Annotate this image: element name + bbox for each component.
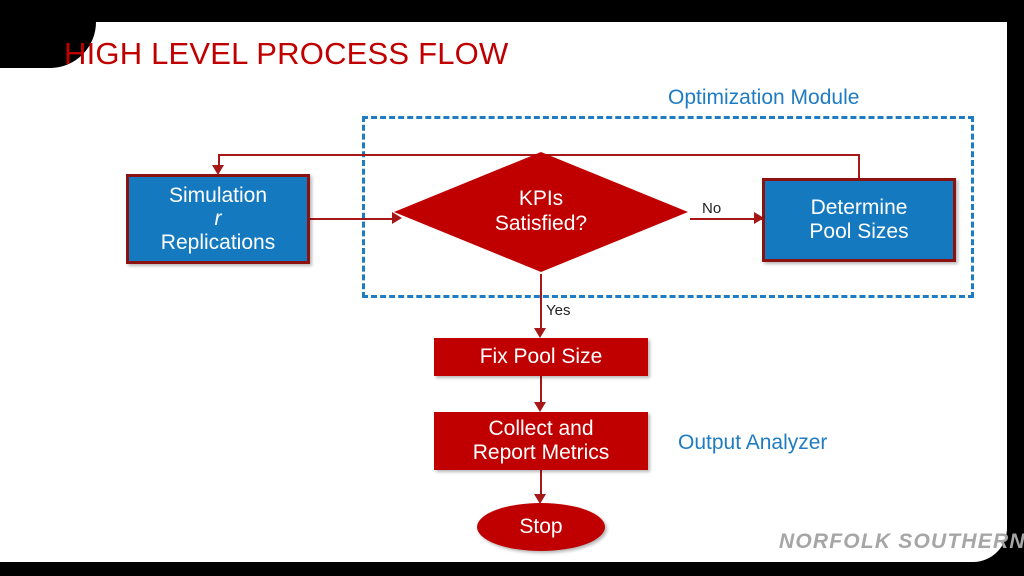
node-simulation-line3: Replications: [160, 230, 276, 254]
output-analyzer-label: Output Analyzer: [678, 431, 828, 454]
node-simulation-line2: r: [214, 207, 222, 231]
diamond-shape: [394, 152, 688, 272]
edge-feedback-vertical-left: [218, 154, 220, 168]
node-kpis-line2: Satisfied?: [494, 212, 588, 235]
node-simulation[interactable]: Simulation r Replications: [126, 174, 310, 264]
edge-label-no: No: [702, 200, 722, 217]
node-determine-pool-sizes[interactable]: Determine Pool Sizes: [762, 178, 956, 262]
optimization-module-label: Optimization Module: [668, 86, 860, 109]
edge-fix-to-collect: [540, 376, 542, 404]
edge-kpis-to-fix-arrowhead: [534, 328, 546, 338]
edge-fix-to-collect-arrowhead: [534, 402, 546, 412]
edge-simulation-to-kpis-arrowhead: [392, 212, 402, 224]
node-collect-report-metrics[interactable]: Collect and Report Metrics: [434, 412, 648, 470]
slide-content-sheet: [0, 22, 1007, 562]
edge-kpis-to-determine-arrowhead: [754, 212, 764, 224]
node-kpis-satisfied[interactable]: KPIs Satisfied?: [392, 150, 690, 274]
edge-kpis-to-fix: [540, 274, 542, 330]
node-determine-line1: Determine: [810, 196, 908, 220]
edge-feedback-arrowhead: [212, 165, 224, 175]
node-collect-line1: Collect and: [488, 417, 594, 441]
norfolk-southern-logo: NORFOLK SOUTHERN: [779, 530, 1024, 553]
edge-kpis-to-determine: [690, 218, 764, 220]
node-kpis-line1: KPIs: [518, 187, 564, 211]
edge-feedback-vertical-right: [858, 154, 860, 179]
node-fix-pool-size[interactable]: Fix Pool Size: [434, 338, 648, 376]
edge-collect-to-stop: [540, 470, 542, 496]
node-stop[interactable]: Stop: [477, 503, 605, 551]
node-determine-line2: Pool Sizes: [809, 220, 909, 243]
page-title: HIGH LEVEL PROCESS FLOW: [64, 36, 509, 71]
optimization-module-group: [362, 116, 974, 298]
node-fix-pool-size-label: Fix Pool Size: [479, 345, 603, 369]
edge-collect-to-stop-arrowhead: [534, 494, 546, 504]
node-collect-line2: Report Metrics: [472, 441, 610, 464]
edge-label-yes: Yes: [546, 302, 571, 319]
node-stop-label: Stop: [519, 515, 563, 538]
header-black-notch-fill: [0, 22, 52, 68]
node-simulation-line1: Simulation: [168, 183, 268, 207]
node-kpis-satisfied-text: KPIs Satisfied?: [392, 150, 690, 274]
edge-simulation-to-kpis: [310, 218, 396, 220]
